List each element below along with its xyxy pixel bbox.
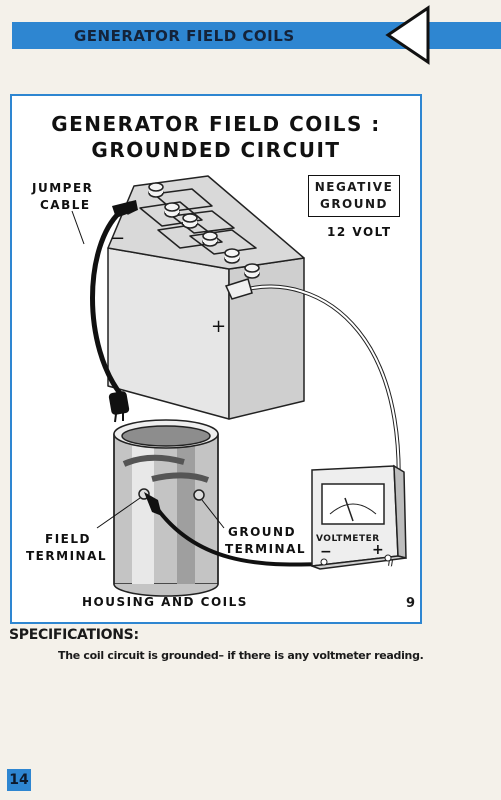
page-title: GENERATOR FIELD COILS	[74, 27, 295, 45]
ground-terminal-label-line2: TERMINAL	[225, 542, 307, 556]
figure-title-line1: GENERATOR FIELD COILS :	[51, 112, 381, 136]
circuit-illustration: + −	[71, 175, 407, 597]
jumper-label-line2: CABLE	[40, 198, 91, 212]
specifications-heading: SPECIFICATIONS:	[9, 627, 139, 643]
negative-ground-box: NEGATIVE GROUND	[308, 175, 400, 217]
voltage-label: 12 VOLT	[327, 225, 392, 239]
voltmeter-plus: +	[372, 542, 386, 558]
battery-negative-sign: −	[110, 228, 125, 249]
specifications-text: The coil circuit is grounded– if there i…	[58, 649, 424, 662]
battery-positive-sign: +	[211, 316, 226, 337]
battery	[107, 175, 305, 420]
voltmeter-label: VOLTMETER	[316, 534, 380, 544]
voltmeter	[311, 464, 407, 570]
back-arrow-icon[interactable]	[384, 5, 434, 65]
label-leaders	[71, 210, 225, 529]
housing-and-coils	[113, 419, 219, 597]
field-terminal-label-line1: FIELD	[45, 532, 91, 546]
field-terminal-label-line2: TERMINAL	[26, 549, 108, 563]
ground-label: GROUND	[319, 197, 389, 211]
page-number: 14	[7, 769, 31, 791]
ground-terminal-label-line1: GROUND	[228, 525, 297, 539]
jumper-label-line1: JUMPER	[32, 181, 94, 195]
figure-number: 9	[406, 596, 416, 611]
figure-frame: + −	[10, 94, 422, 624]
housing-label: HOUSING AND COILS	[82, 595, 248, 609]
negative-label: NEGATIVE	[314, 180, 394, 194]
jumper-cable	[90, 209, 125, 399]
figure-title-line2: GROUNDED CIRCUIT	[91, 138, 341, 162]
voltmeter-negative-lead	[148, 496, 323, 567]
voltmeter-minus: −	[320, 544, 334, 560]
